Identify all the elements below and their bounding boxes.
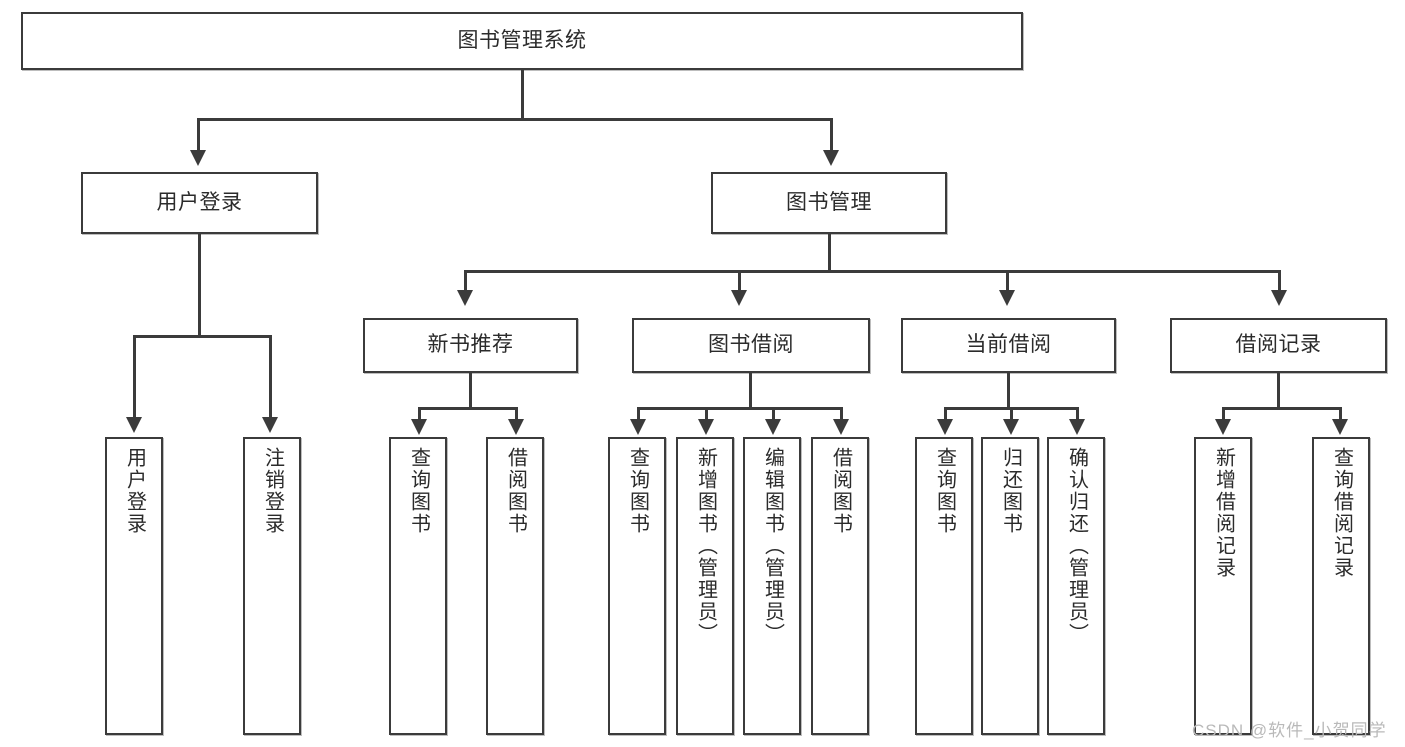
leaf-edit-book-admin[interactable]: 编辑图书（管理员）	[743, 437, 801, 735]
arrow-user-login-to-leaf-1	[126, 417, 142, 433]
node-label: 用户登录	[123, 447, 146, 535]
edge-root-bus	[197, 118, 833, 121]
arrow-current-to-leaf-2	[1003, 419, 1019, 435]
node-label: 查询图书	[626, 447, 649, 535]
edge-book-mgmt-to-current	[1006, 270, 1009, 292]
arrow-root-to-book-mgmt	[823, 150, 839, 166]
node-root[interactable]: 图书管理系统	[21, 12, 1023, 70]
arrow-borrow-to-leaf-4	[833, 419, 849, 435]
edge-current-stem	[1007, 373, 1010, 407]
edge-book-mgmt-to-new-books	[464, 270, 467, 292]
arrow-borrow-to-leaf-1	[630, 419, 646, 435]
arrow-book-mgmt-to-records	[1271, 290, 1287, 306]
edge-new-books-bus	[418, 407, 518, 410]
node-label: 当前借阅	[965, 333, 1052, 357]
node-label: 用户登录	[156, 190, 243, 214]
edge-root-to-user-login	[197, 118, 200, 152]
leaf-return-book[interactable]: 归还图书	[981, 437, 1039, 735]
node-label: 确认归还（管理员）	[1065, 447, 1088, 645]
leaf-borrow-book[interactable]: 借阅图书	[811, 437, 869, 735]
node-label: 图书借阅	[708, 333, 794, 357]
arrow-current-to-leaf-1	[937, 419, 953, 435]
edge-current-to-leaf-3	[1076, 407, 1079, 421]
node-label: 新增图书（管理员）	[694, 447, 717, 645]
leaf-query-book-borrow[interactable]: 查询图书	[608, 437, 666, 735]
edge-new-books-stem	[469, 373, 472, 407]
csdn-watermark: CSDN @软件_小贺同学	[1192, 721, 1387, 740]
edge-user-login-bus	[133, 335, 271, 338]
edge-book-mgmt-to-records	[1278, 270, 1281, 292]
arrow-borrow-to-leaf-3	[765, 419, 781, 435]
edge-root-stem	[521, 70, 524, 118]
edge-records-to-leaf-1	[1222, 407, 1225, 421]
edge-user-login-stem	[198, 234, 201, 335]
node-label: 借阅记录	[1235, 333, 1322, 357]
edge-borrow-stem	[749, 373, 752, 407]
edge-current-to-leaf-1	[944, 407, 947, 421]
arrow-book-mgmt-to-new-books	[457, 290, 473, 306]
edge-records-to-leaf-2	[1339, 407, 1342, 421]
arrow-new-books-to-leaf-2	[508, 419, 524, 435]
leaf-add-borrow-record[interactable]: 新增借阅记录	[1194, 437, 1252, 735]
node-label: 查询借阅记录	[1330, 447, 1353, 579]
edge-book-mgmt-bus	[464, 270, 1281, 273]
leaf-logout[interactable]: 注销登录	[243, 437, 301, 735]
arrow-book-mgmt-to-current	[999, 290, 1015, 306]
edge-borrow-to-leaf-2	[705, 407, 708, 421]
edge-root-to-book-mgmt	[830, 118, 833, 152]
edge-book-mgmt-to-borrow	[738, 270, 741, 292]
node-borrow-records[interactable]: 借阅记录	[1170, 318, 1387, 373]
edge-borrow-bus	[637, 407, 843, 410]
leaf-query-borrow-record[interactable]: 查询借阅记录	[1312, 437, 1370, 735]
arrow-book-mgmt-to-borrow	[731, 290, 747, 306]
node-label: 归还图书	[999, 447, 1022, 535]
arrow-user-login-to-leaf-2	[262, 417, 278, 433]
edge-borrow-to-leaf-4	[840, 407, 843, 421]
edge-user-login-to-leaf-1	[133, 335, 136, 419]
node-label: 注销登录	[261, 447, 284, 535]
node-book-management[interactable]: 图书管理	[711, 172, 947, 234]
edge-records-stem	[1277, 373, 1280, 407]
node-label: 新增借阅记录	[1212, 447, 1235, 579]
leaf-borrow-book-newbooks[interactable]: 借阅图书	[486, 437, 544, 735]
node-label: 图书管理	[786, 190, 872, 214]
leaf-add-book-admin[interactable]: 新增图书（管理员）	[676, 437, 734, 735]
node-label: 查询图书	[933, 447, 956, 535]
leaf-query-book-newbooks[interactable]: 查询图书	[389, 437, 447, 735]
leaf-query-book-current[interactable]: 查询图书	[915, 437, 973, 735]
arrow-records-to-leaf-2	[1332, 419, 1348, 435]
edge-records-bus	[1222, 407, 1341, 410]
node-new-book-recommend[interactable]: 新书推荐	[363, 318, 578, 373]
node-label: 查询图书	[407, 447, 430, 535]
edge-new-books-to-leaf-2	[515, 407, 518, 421]
node-label: 新书推荐	[427, 333, 514, 357]
arrow-root-to-user-login	[190, 150, 206, 166]
arrow-borrow-to-leaf-2	[698, 419, 714, 435]
node-label: 图书管理系统	[457, 28, 587, 52]
edge-new-books-to-leaf-1	[418, 407, 421, 421]
arrow-current-to-leaf-3	[1069, 419, 1085, 435]
arrow-new-books-to-leaf-1	[411, 419, 427, 435]
node-label: 编辑图书（管理员）	[761, 447, 784, 645]
node-user-login[interactable]: 用户登录	[81, 172, 318, 234]
edge-book-mgmt-stem	[828, 234, 831, 270]
arrow-records-to-leaf-1	[1215, 419, 1231, 435]
edge-borrow-to-leaf-3	[772, 407, 775, 421]
edge-user-login-to-leaf-2	[269, 335, 272, 419]
node-current-borrow[interactable]: 当前借阅	[901, 318, 1116, 373]
leaf-confirm-return-admin[interactable]: 确认归还（管理员）	[1047, 437, 1105, 735]
leaf-user-login[interactable]: 用户登录	[105, 437, 163, 735]
node-book-borrow[interactable]: 图书借阅	[632, 318, 870, 373]
node-label: 借阅图书	[504, 447, 527, 535]
edge-current-to-leaf-2	[1010, 407, 1013, 421]
node-label: 借阅图书	[829, 447, 852, 535]
edge-borrow-to-leaf-1	[637, 407, 640, 421]
